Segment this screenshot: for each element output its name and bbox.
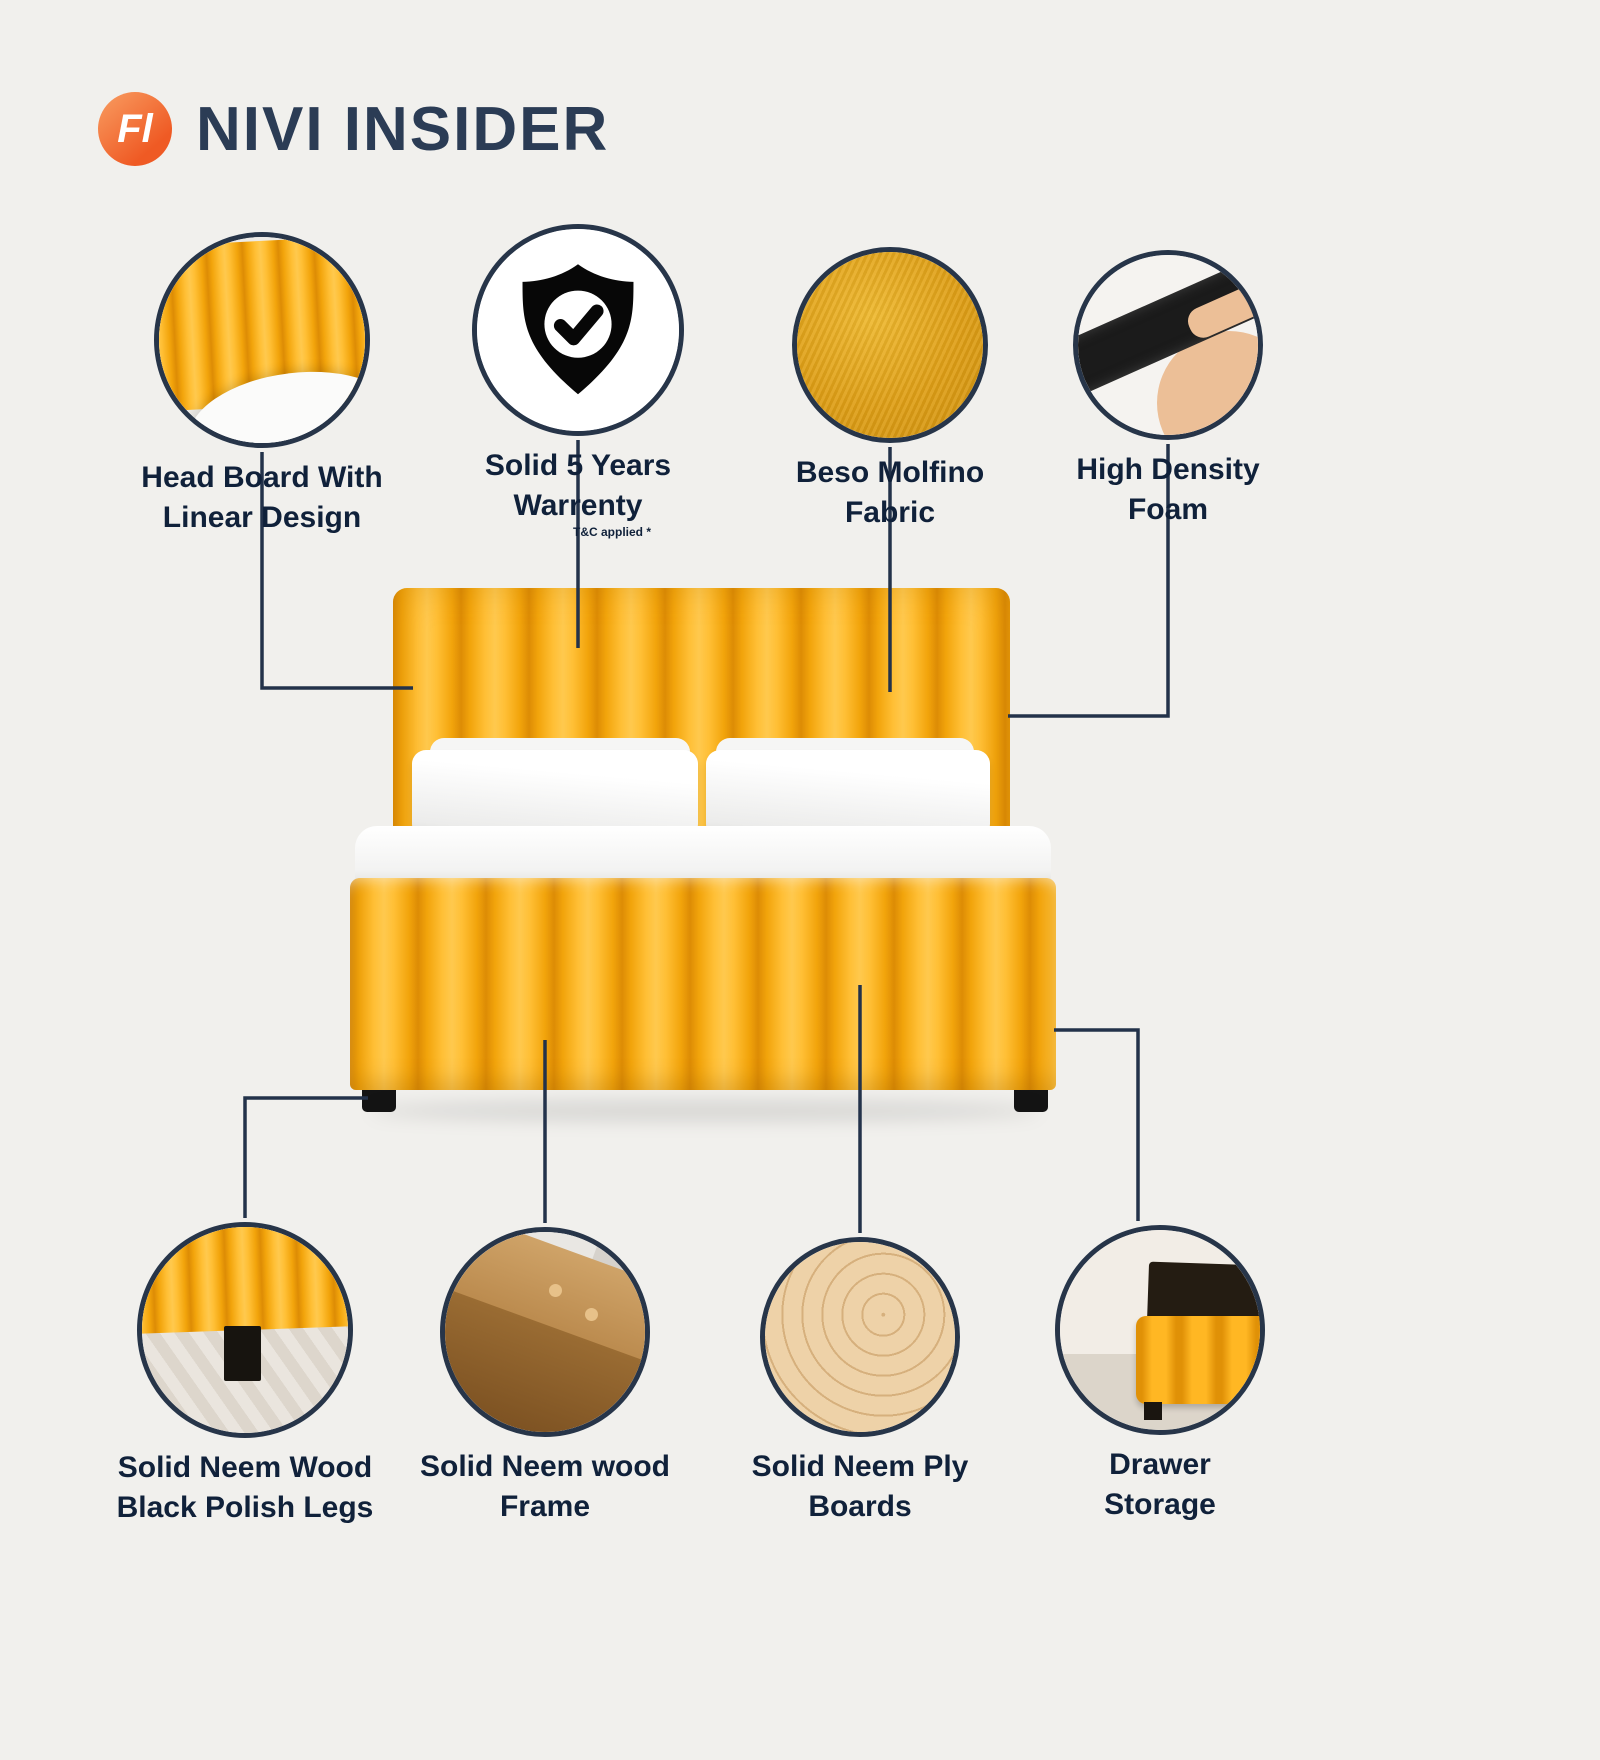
- bed-corner-closeup: [142, 1227, 348, 1335]
- shield-check-glyph: [522, 264, 634, 395]
- ply-board-photo-icon: [760, 1237, 960, 1437]
- shield-backdrop: [477, 229, 679, 431]
- wood-frame-photo-icon: [440, 1227, 650, 1437]
- feature-warranty: Solid 5 Years Warrenty T&C applied *: [428, 224, 728, 539]
- feature-label: Solid Neem Wood Black Polish Legs: [116, 1451, 374, 1524]
- feature-legs: Solid Neem Wood Black Polish Legs: [95, 1222, 395, 1527]
- feature-ply: Solid Neem Ply Boards: [710, 1237, 1010, 1526]
- feature-label: Solid Neem wood Frame: [419, 1450, 671, 1523]
- bed-leg-photo-icon: [137, 1222, 353, 1438]
- drawer-front: [1136, 1316, 1260, 1404]
- pillow-left: [412, 750, 698, 838]
- feature-label: Beso Molfino Fabric: [795, 456, 985, 529]
- shield-check-icon: [472, 224, 684, 436]
- feature-fabric: Beso Molfino Fabric: [740, 247, 1040, 532]
- feature-label: High Density Foam: [1076, 453, 1260, 526]
- feature-label: Solid Neem Ply Boards: [751, 1450, 969, 1523]
- ply-grain-rings: [765, 1242, 955, 1432]
- foam-photo-icon: [1073, 250, 1263, 440]
- feature-frame: Solid Neem wood Frame: [395, 1227, 695, 1526]
- bed-shadow: [370, 1102, 1040, 1120]
- drawer-photo-icon: [1055, 1225, 1265, 1435]
- bed-base: [350, 878, 1056, 1090]
- headboard-photo-icon: [154, 232, 370, 448]
- feature-label: Drawer Storage: [1104, 1448, 1216, 1521]
- fabric-texture: [797, 252, 983, 438]
- dowel-hole: [585, 1308, 598, 1321]
- pillow-right: [706, 750, 990, 838]
- feature-foam: High Density Foam: [1018, 250, 1318, 529]
- brand-logo-glyph: Fl: [117, 106, 153, 151]
- brand-header: Fl NIVI INSIDER: [98, 92, 609, 166]
- feature-headboard: Head Board With Linear Design: [112, 232, 412, 537]
- black-leg-closeup: [224, 1325, 262, 1382]
- brand-logo-icon: Fl: [98, 92, 172, 166]
- dowel-hole: [549, 1284, 562, 1297]
- page-title: NIVI INSIDER: [196, 94, 610, 164]
- mattress-sheet: [355, 826, 1051, 888]
- drawer-leg: [1144, 1402, 1162, 1420]
- feature-label: Solid 5 Years Warrenty: [484, 449, 672, 522]
- feature-label: Head Board With Linear Design: [141, 461, 383, 534]
- fabric-swatch-icon: [792, 247, 988, 443]
- feature-drawer: Drawer Storage: [1010, 1225, 1310, 1524]
- terms-note: T&C applied *: [572, 525, 651, 540]
